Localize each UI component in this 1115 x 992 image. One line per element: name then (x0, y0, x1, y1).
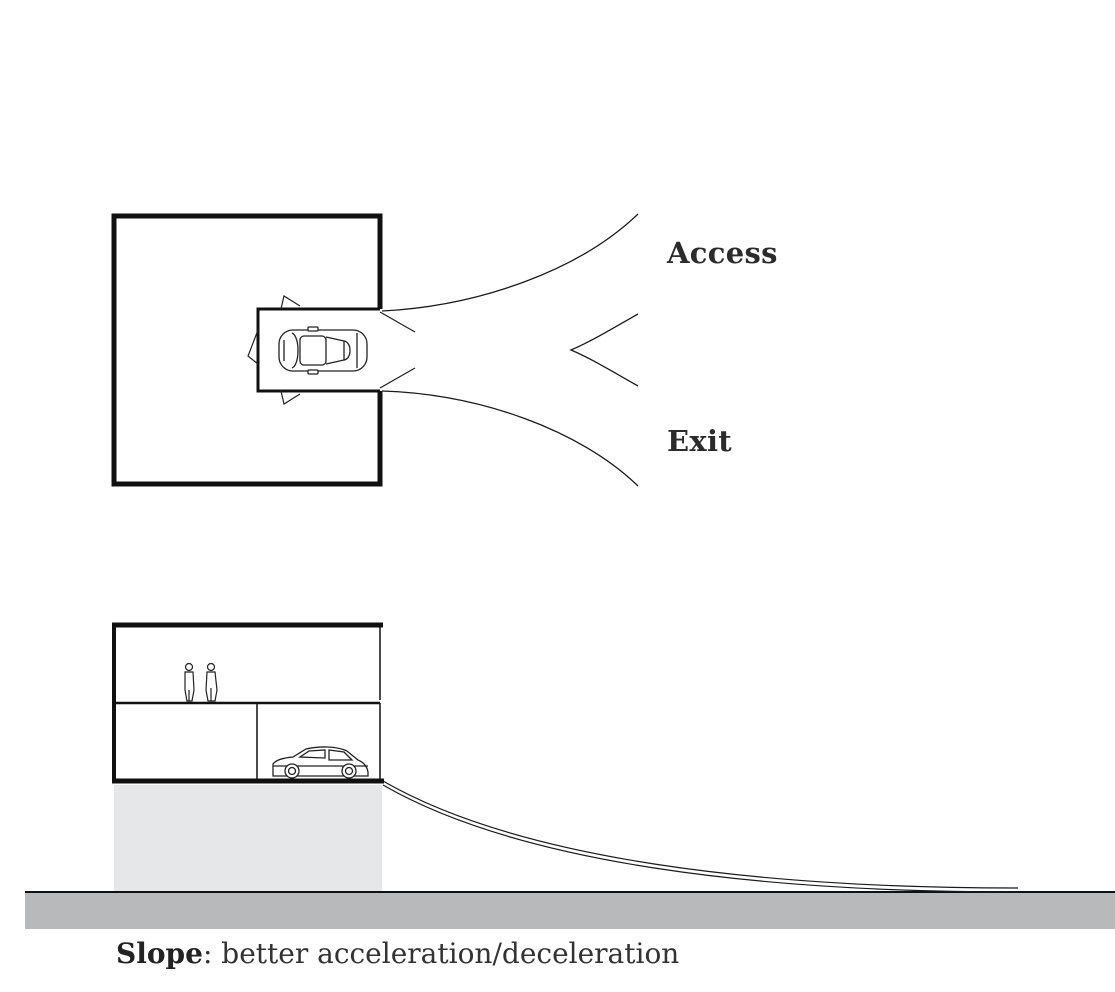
car-top-view (278, 326, 368, 375)
car-side-view (272, 746, 369, 779)
section-building (112, 622, 384, 784)
plan-building-walls (111, 213, 383, 487)
plan-entrance-bay (256, 307, 380, 393)
access-label: Access (667, 236, 778, 270)
direction-chevron (569, 313, 639, 387)
foundation-fill (114, 785, 382, 892)
exit-label: Exit (667, 424, 733, 458)
caption-term: Slope (116, 937, 203, 970)
ramp-slope (382, 780, 1019, 893)
section-view (25, 622, 1115, 929)
caption: Slope: better acceleration/deceleration (116, 937, 679, 970)
caption-separator: : (202, 937, 213, 970)
caption-text: better acceleration/deceleration (212, 937, 680, 970)
exit-route-curve (381, 390, 639, 487)
people-figures (184, 662, 218, 702)
ground-band (25, 892, 1115, 929)
access-route-curve (381, 213, 639, 312)
door-swings (247, 295, 416, 405)
plan-view (111, 213, 639, 487)
